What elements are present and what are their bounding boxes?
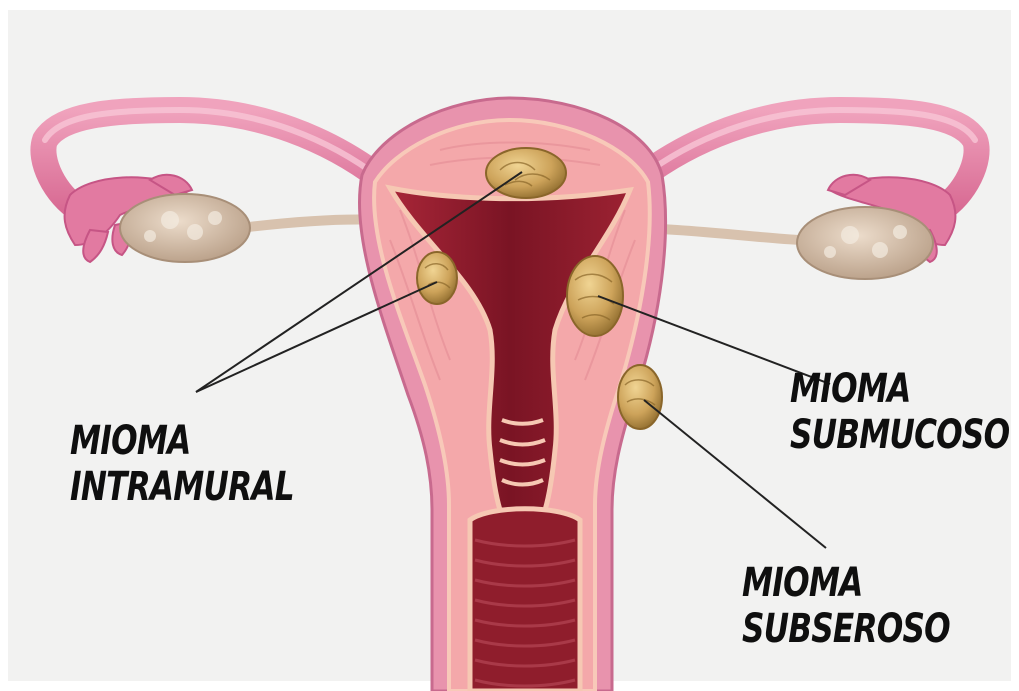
label-submucoso-line1: MIOMA: [790, 366, 1009, 412]
label-intramural-line1: MIOMA: [70, 418, 294, 464]
fibroid-top: [486, 148, 566, 198]
right-ovary: [797, 207, 933, 279]
fibroid-intramural-left: [417, 252, 457, 304]
label-intramural-line2: INTRAMURAL: [70, 464, 294, 510]
label-submucoso-line2: SUBMUCOSO: [790, 412, 1009, 458]
label-subseroso-line1: MIOMA: [742, 560, 950, 606]
label-mioma-submucoso: MIOMA SUBMUCOSO: [790, 366, 1009, 458]
label-mioma-subseroso: MIOMA SUBSEROSO: [742, 560, 950, 652]
fibroid-subserous: [618, 365, 662, 429]
fibroid-submucous: [567, 256, 623, 336]
label-mioma-intramural: MIOMA INTRAMURAL: [70, 418, 294, 510]
label-subseroso-line2: SUBSEROSO: [742, 606, 950, 652]
left-ovary: [120, 194, 250, 262]
